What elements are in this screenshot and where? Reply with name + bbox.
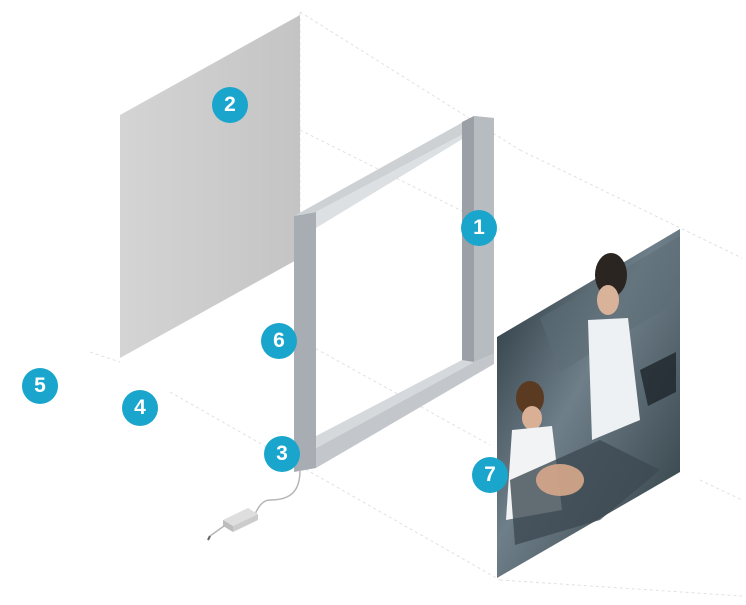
power-supply	[208, 470, 300, 540]
callout-4: 4	[122, 390, 158, 426]
callout-3: 3	[264, 436, 300, 472]
callout-1: 1	[461, 210, 497, 246]
frame-bottom-inner	[316, 360, 474, 448]
callout-7: 7	[472, 457, 508, 493]
callout-5: 5	[22, 368, 58, 404]
frame-left-side	[294, 212, 316, 472]
callout-2: 2	[212, 87, 248, 123]
fabric-graphic	[497, 229, 680, 578]
back-panel	[120, 15, 300, 358]
callout-6: 6	[261, 323, 297, 359]
aluminium-frame	[294, 116, 494, 472]
frame-bottom-face	[316, 354, 494, 468]
